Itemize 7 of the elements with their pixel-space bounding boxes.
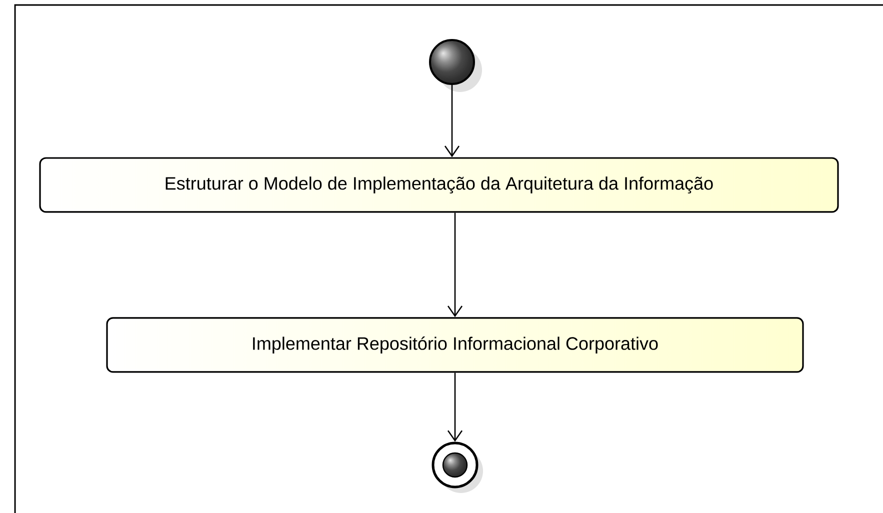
final-node (432, 442, 483, 493)
arrow (447, 212, 463, 318)
arrow (444, 84, 460, 158)
activity-box: Estruturar o Modelo de Implementação da Arquitetura da Informação (39, 157, 839, 213)
initial-node (429, 39, 482, 92)
activity-box: Implementar Repositório Informacional Corporativo (106, 317, 804, 373)
arrow (447, 372, 463, 442)
